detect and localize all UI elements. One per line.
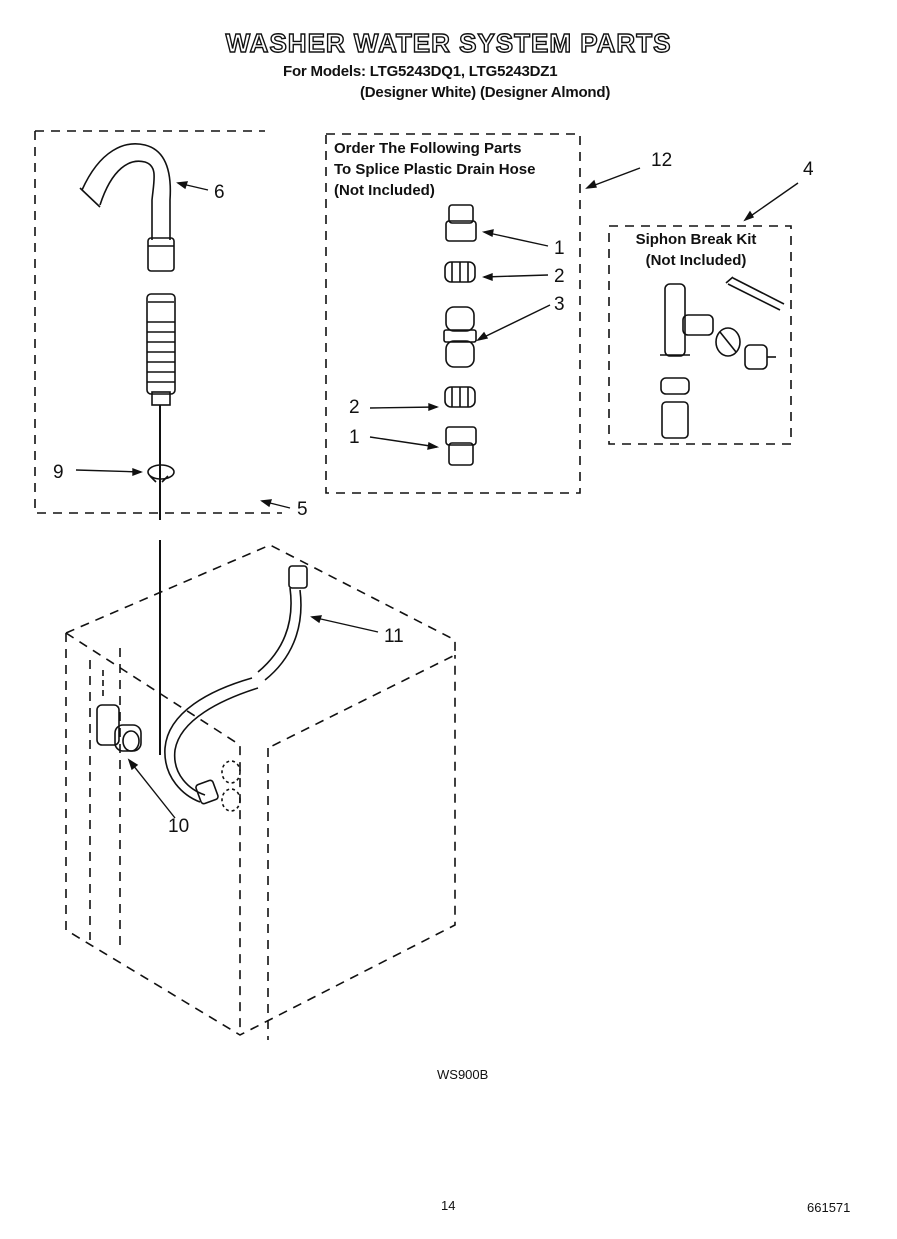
callout-12: 12: [651, 150, 673, 171]
siphon-connector-bottom: [661, 401, 689, 439]
inlet-hose: [164, 565, 308, 805]
drain-hose-group-box: [34, 130, 282, 514]
splice-box-line1: Order The Following Parts: [334, 140, 522, 157]
callout-3: 3: [554, 294, 565, 315]
callout-1-bottom: 1: [349, 427, 360, 448]
siphon-kit-box: [608, 225, 792, 445]
callout-1-top: 1: [554, 238, 565, 259]
siphon-tie-strap: [725, 276, 785, 311]
callout-2-bottom: 2: [349, 397, 360, 418]
water-valve-stubs: [221, 760, 241, 812]
callout-9: 9: [53, 462, 64, 483]
siphon-connector-side: [744, 344, 776, 370]
models-line: For Models: LTG5243DQ1, LTG5243DZ1: [283, 63, 558, 80]
siphon-clamp-side: [715, 327, 741, 357]
figure-code: WS900B: [437, 1067, 489, 1082]
callout-arrows: [75, 167, 799, 819]
doc-number: 661571: [807, 1200, 851, 1215]
callout-4: 4: [803, 159, 814, 180]
callout-6: 6: [214, 182, 225, 203]
page-number: 14: [441, 1198, 456, 1213]
washer-cabinet: [65, 544, 456, 1040]
hose-clamp: [147, 464, 175, 480]
corrugated-drain-hose: [146, 293, 176, 406]
splice-box-heading: Order The Following Parts To Splice Plas…: [334, 138, 535, 201]
splice-clamp-top: [444, 261, 476, 283]
siphon-tee: [660, 283, 714, 357]
page-title: WASHER WATER SYSTEM PARTS: [225, 27, 672, 58]
siphon-box-heading: Siphon Break Kit (Not Included): [626, 229, 766, 271]
splice-kit-box: [325, 133, 581, 494]
callout-2-top: 2: [554, 266, 565, 287]
siphon-clamp-bottom: [660, 377, 690, 395]
splice-clamp-bottom: [444, 386, 476, 408]
standpipe-tee: [96, 670, 142, 752]
drain-hose-hook: [79, 143, 175, 272]
callout-11: 11: [384, 626, 404, 647]
callout-5: 5: [297, 499, 308, 520]
callout-10: 10: [168, 816, 190, 837]
siphon-box-line1: Siphon Break Kit: [635, 231, 757, 248]
splice-box-line3: (Not Included): [334, 182, 435, 199]
colors-line: (Designer White) (Designer Almond): [360, 84, 611, 101]
splice-connector-top: [445, 204, 477, 242]
splice-coupler: [443, 306, 477, 368]
siphon-box-line2: (Not Included): [645, 252, 747, 269]
splice-box-line2: To Splice Plastic Drain Hose: [334, 161, 536, 178]
splice-connector-bottom: [445, 426, 477, 466]
